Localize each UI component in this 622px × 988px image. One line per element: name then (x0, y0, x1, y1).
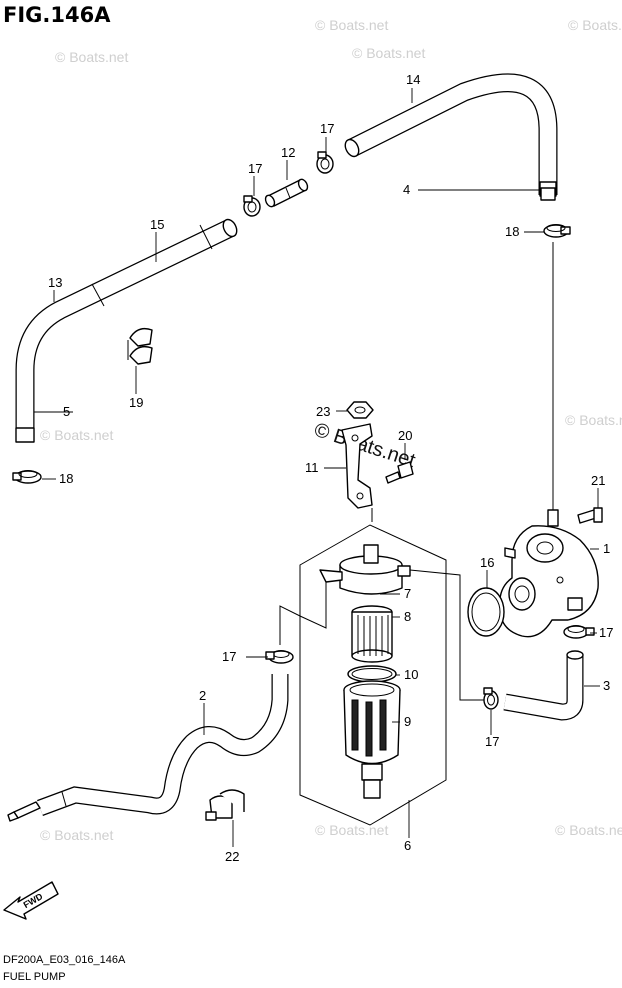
callout-12: 12 (281, 145, 295, 160)
fuel-pump-1 (499, 509, 599, 638)
filter-cap-7 (319, 544, 411, 598)
filter-assembly-outline-6 (299, 524, 447, 826)
callout-10: 10 (404, 667, 418, 682)
clamp-17-lower-left (265, 650, 294, 664)
clamp-18-upper (543, 224, 571, 238)
callout-8: 8 (404, 609, 411, 624)
watermark: © Boats.net (55, 49, 128, 65)
hose-2 (7, 674, 289, 822)
nut-23 (346, 401, 374, 419)
callout-17: 17 (599, 625, 613, 640)
callout-23: 23 (316, 404, 330, 419)
callout-7: 7 (404, 586, 411, 601)
callout-22: 22 (225, 849, 239, 864)
clamp-17-lower-right (483, 687, 499, 710)
callout-21: 21 (591, 473, 605, 488)
callout-17: 17 (320, 121, 334, 136)
watermark: © Boats.net (352, 45, 425, 61)
watermark: © Boats.net (315, 822, 388, 838)
bolt-20 (385, 461, 414, 484)
callout-15: 15 (150, 217, 164, 232)
callout-14: 14 (406, 72, 420, 87)
leader-lines (34, 88, 600, 847)
callout-18: 18 (505, 224, 519, 239)
clamp-17-top (316, 151, 334, 174)
callout-3: 3 (603, 678, 610, 693)
watermark: © Boats.net (568, 17, 622, 33)
callout-17: 17 (485, 734, 499, 749)
callout-16: 16 (480, 555, 494, 570)
callout-20: 20 (398, 428, 412, 443)
diagram-code: DF200A_E03_016_146A (3, 954, 126, 966)
callout-6: 6 (404, 838, 411, 853)
clamp-18-lower (12, 470, 42, 484)
filter-element-8 (351, 605, 393, 663)
callout-11: 11 (305, 460, 319, 475)
o-ring-10 (347, 665, 397, 683)
figure-title: FIG.146A (3, 3, 111, 27)
diagram-caption: FUEL PUMP (3, 971, 66, 983)
joint-12 (264, 178, 309, 208)
o-ring-16 (467, 587, 505, 637)
callout-13: 13 (48, 275, 62, 290)
callout-9: 9 (404, 714, 411, 729)
watermark: © Boats.net (315, 17, 388, 33)
clip-19 (127, 327, 153, 365)
callout-4: 4 (403, 182, 410, 197)
clip-22 (205, 789, 245, 821)
hose-14 (344, 73, 558, 197)
watermark: © Boats.net (555, 822, 622, 838)
clamp-17-left (243, 195, 261, 217)
bracket-11 (341, 423, 373, 509)
callout-1: 1 (603, 541, 610, 556)
bolt-21 (577, 507, 603, 524)
callout-19: 19 (129, 395, 143, 410)
hose-15 (15, 218, 238, 443)
callout-17: 17 (222, 649, 236, 664)
clamp-17-right (563, 625, 595, 639)
watermark: © Boats.net (40, 827, 113, 843)
callout-5: 5 (63, 404, 70, 419)
callout-17: 17 (248, 161, 262, 176)
hose-3 (503, 650, 584, 721)
callout-18: 18 (59, 471, 73, 486)
filter-bowl-9 (343, 680, 401, 799)
callout-2: 2 (199, 688, 206, 703)
watermark: © Boats.net (40, 427, 113, 443)
fwd-arrow-icon: FWD (3, 881, 59, 920)
watermark: © Boats.net (565, 412, 622, 428)
joint-4 (540, 187, 556, 201)
